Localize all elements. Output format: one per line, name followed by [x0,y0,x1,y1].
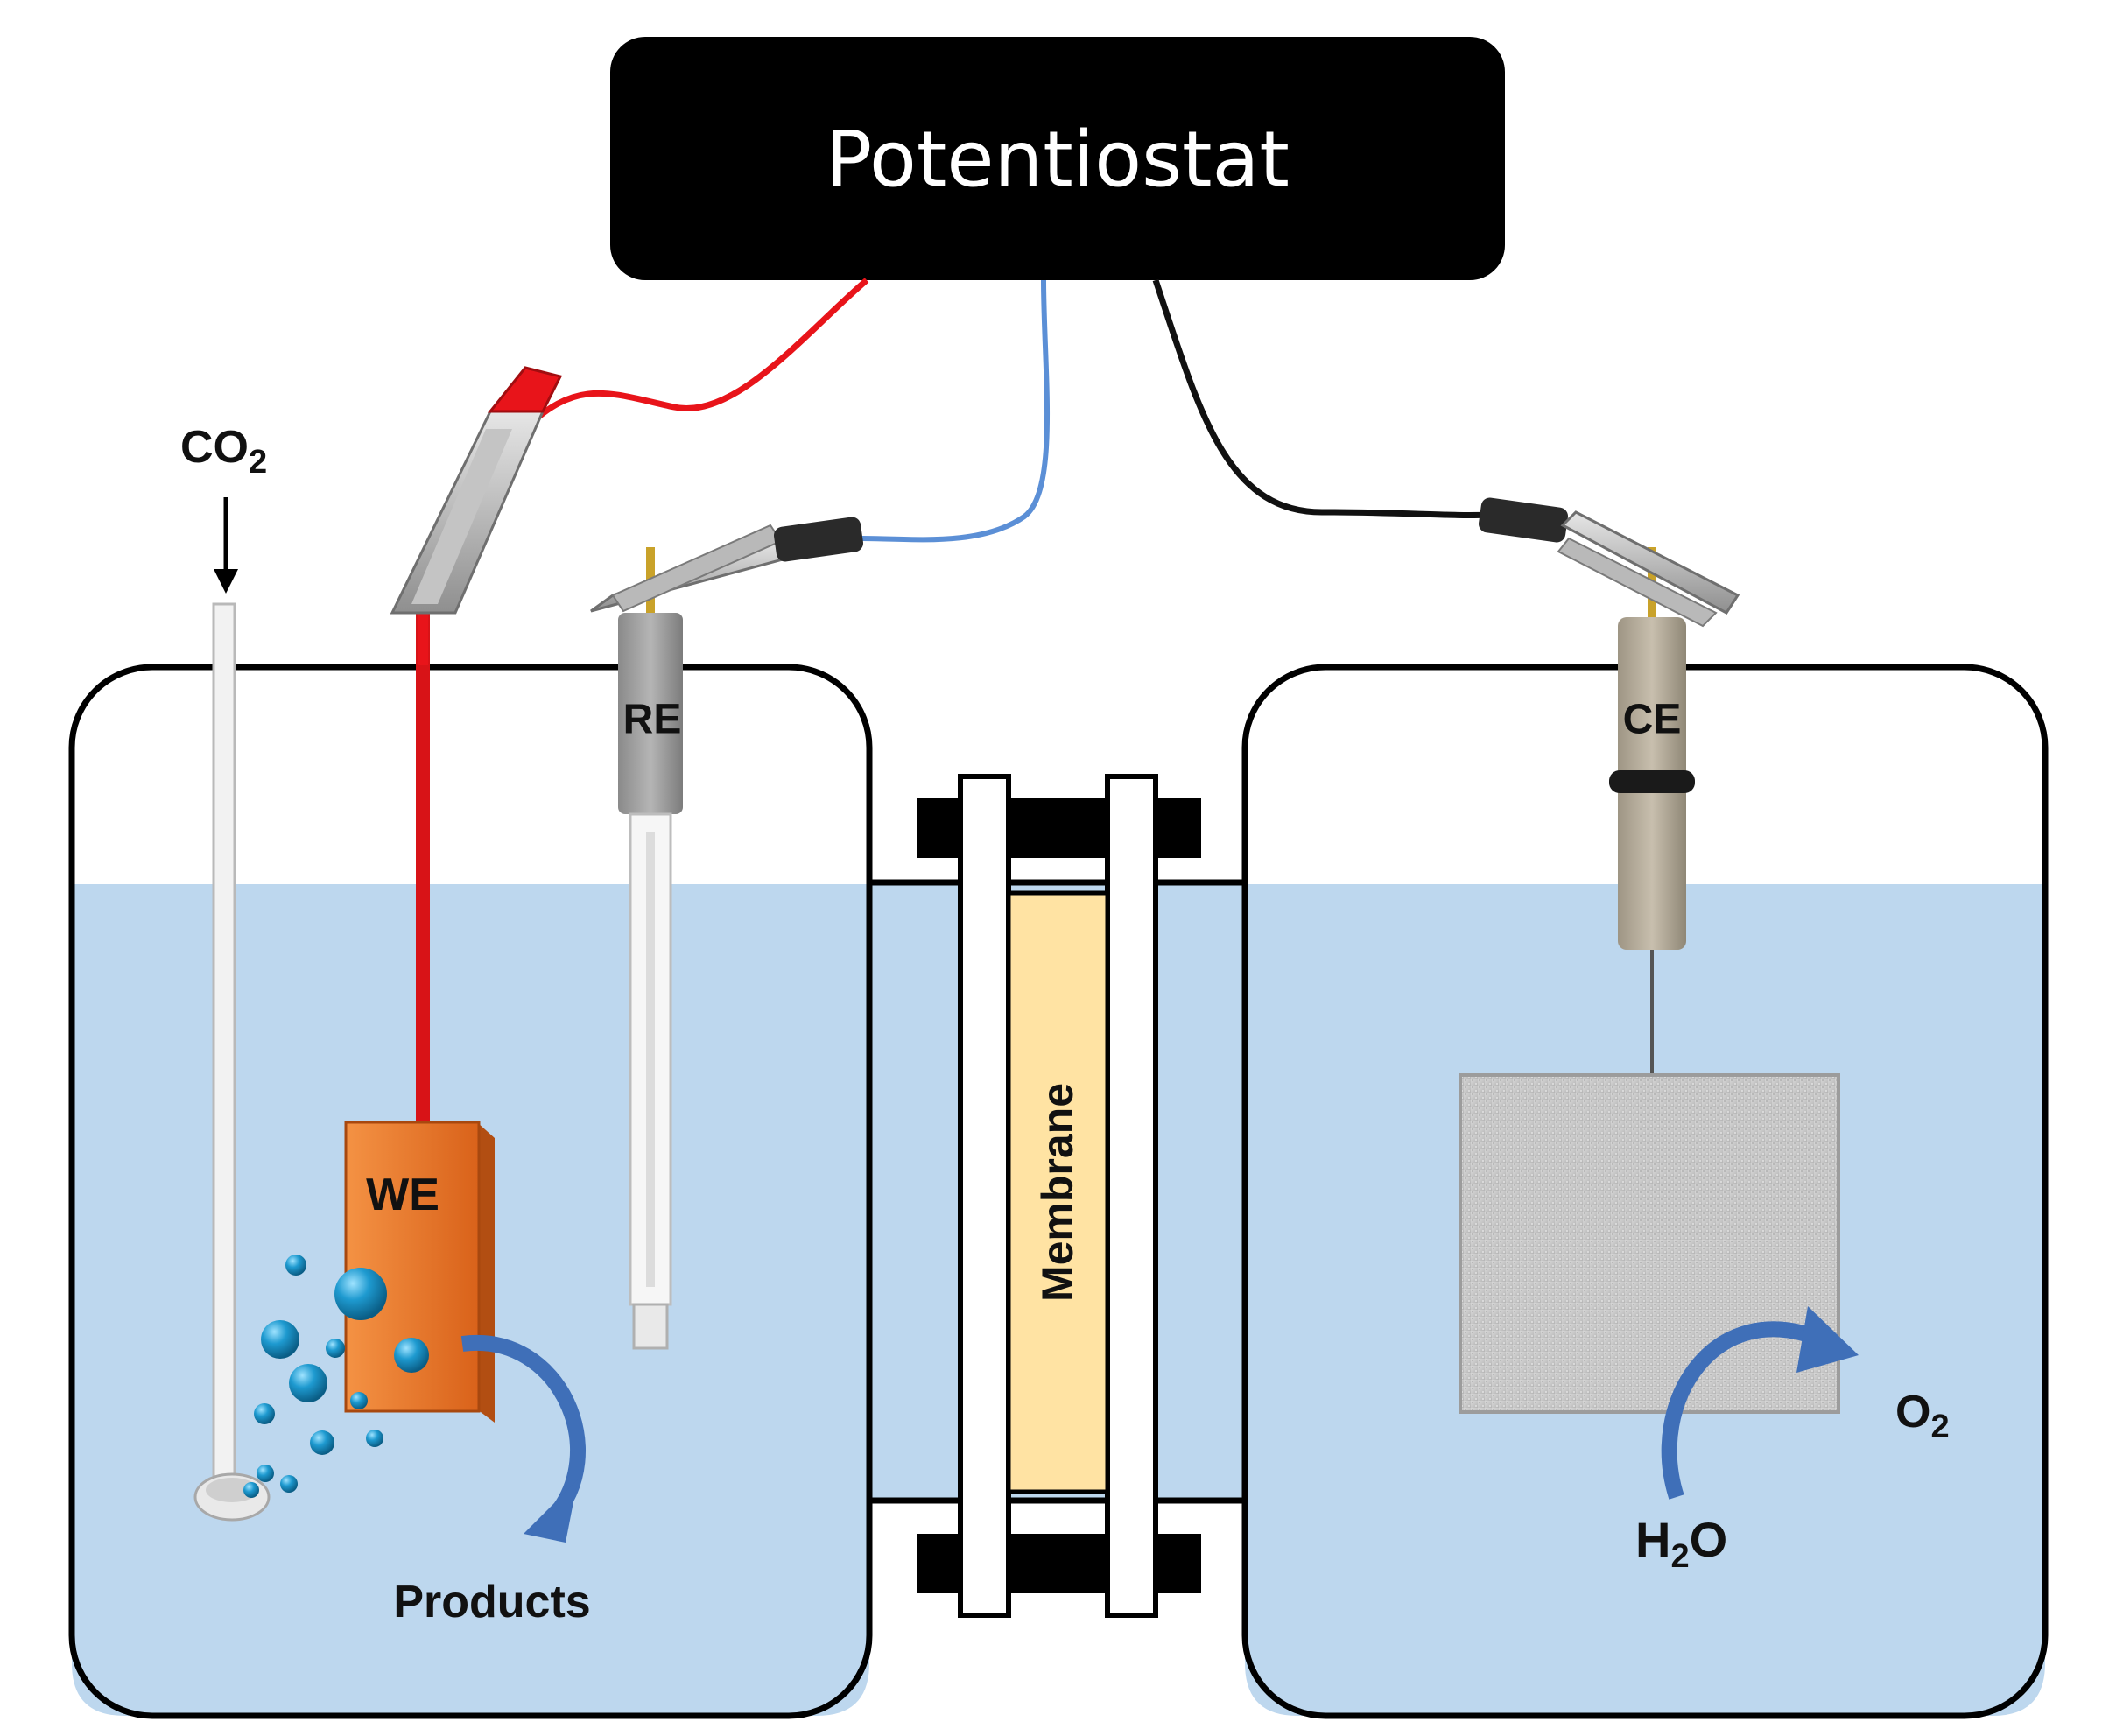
working-electrode: WE [344,604,495,1423]
potentiostat-label: Potentiostat [826,115,1290,205]
re-frit [632,1303,669,1350]
co2-bubbles [243,1255,429,1498]
oer-arrowhead [1796,1306,1859,1373]
h2o-label: H2O [1635,1512,1727,1575]
left-cell-outline [68,664,873,1719]
bubble [366,1430,383,1447]
bubble [394,1338,429,1373]
bubble [257,1465,274,1482]
ce-lead-wire [1152,278,1489,518]
bubble [243,1482,259,1498]
ce-alligator-clip [1478,497,1740,628]
we-alligator-clip [390,366,563,615]
bubble [254,1403,275,1424]
membrane-label: Membrane [1033,1083,1082,1302]
o2-label: O2 [1895,1387,1950,1445]
potentiostat-box [610,37,1505,280]
re-lead-wire [861,279,1050,543]
re-alligator-clip [590,517,864,613]
bubble [285,1255,306,1276]
clamp-right-plate [1105,774,1158,1618]
ce-mesh [1459,1073,1840,1414]
counter-electrode: CE [1459,547,1840,1414]
ce-label: CE [1623,697,1682,743]
membrane-clamp: Membrane [917,774,1201,1618]
we-lead-wire [523,278,869,432]
we-label: WE [366,1170,439,1220]
oer-arrow [1661,1321,1824,1500]
bubble [289,1364,327,1402]
membrane [1006,890,1110,1494]
bubble [280,1475,298,1493]
products-arrowhead [524,1479,578,1543]
clamp-left-plate [958,774,1011,1618]
bubble [261,1320,299,1359]
products-label: Products [393,1577,590,1627]
bubble [310,1430,334,1455]
bubble [326,1339,345,1358]
gas-inlet-arrowhead [214,569,238,594]
ce-o-ring [1609,770,1695,793]
bubble [334,1268,387,1320]
gas-inlet-tube [193,602,271,1522]
gas-inlet-label: CO2 [180,422,267,481]
we-lead-rod [416,604,430,1129]
bubble [350,1392,368,1409]
re-cap [618,613,683,814]
potentiostat: Potentiostat [610,37,1505,280]
re-label: RE [623,697,682,743]
